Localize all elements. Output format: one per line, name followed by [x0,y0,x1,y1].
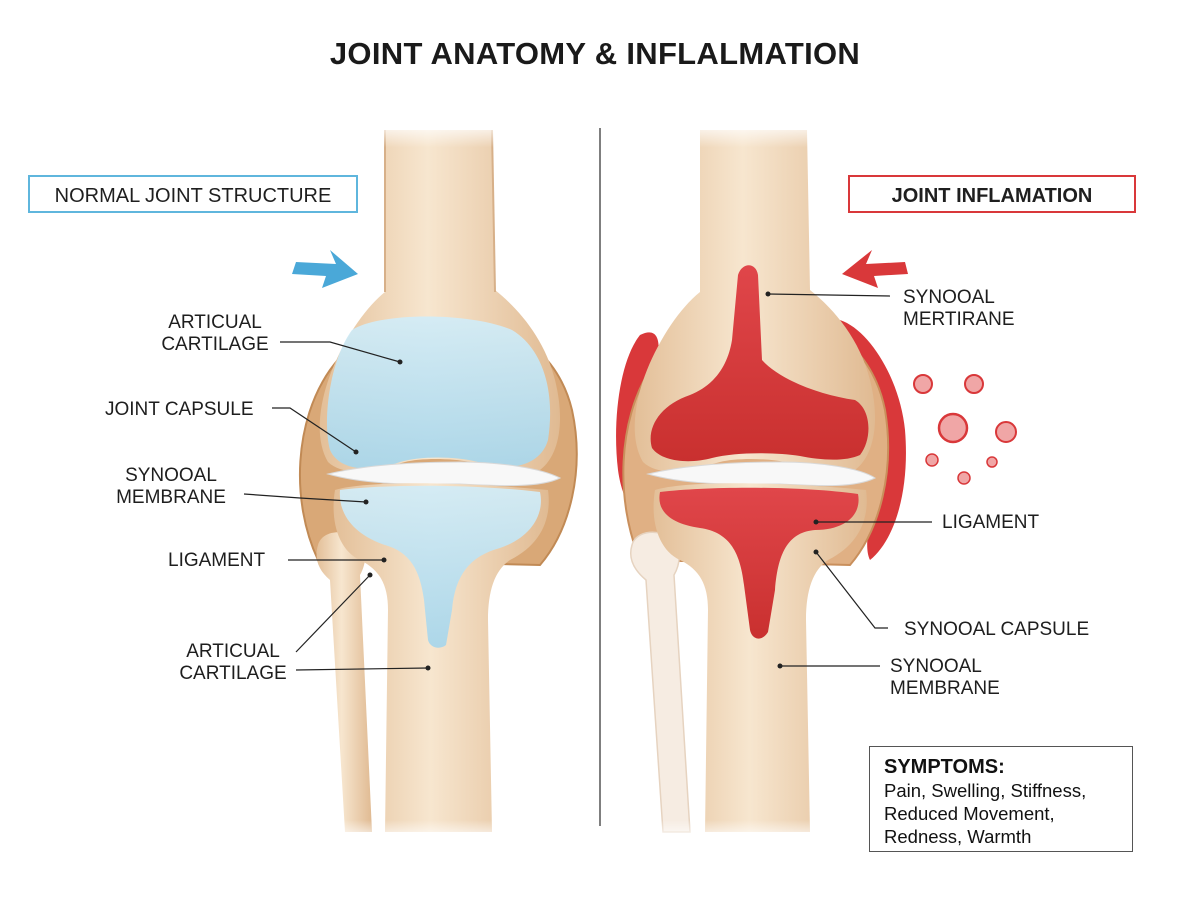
inflamed-femur-marrow [650,265,869,462]
symptoms-box: SYMPTOMS: Pain, Swelling, Stiffness, Red… [869,746,1133,852]
label-ligament-right: LIGAMENT [942,512,1040,533]
label-articular-cartilage-bottom: ARTICUAL CARTILAGE [179,641,287,684]
left-leader-lines [243,341,429,671]
inflamed-synovium-right [840,320,906,560]
fibula [316,532,372,832]
tibia-cartilage [339,485,541,648]
left-leader-dots [353,359,431,671]
label-joint-capsule: JOINT CAPSULE [105,399,254,420]
femur-cartilage [326,316,551,469]
symptoms-heading: SYMPTOMS: [884,756,1005,778]
blue-arrow [292,250,358,288]
label-ligament-left: LIGAMENT [168,550,266,571]
label-synovial-membrane-right: SYNOOAL MEMBRANE [890,656,1000,699]
inflamed-tibia [653,483,867,832]
label-synovial-top: SYNOOAL MERTIRANE [903,287,1015,330]
right-leader-lines [767,293,932,667]
red-arrow [842,250,908,288]
tibia [333,483,549,832]
normal-joint [299,125,578,840]
inflamed-joint [616,125,906,840]
inflamed-tibia-marrow [659,487,859,639]
inflammatory-cells [913,374,1017,485]
normal-joint-heading: NORMAL JOINT STRUCTURE [28,175,358,213]
inflamed-fibula [630,531,691,833]
label-synovial-membrane-left: SYNOOAL MEMBRANE [116,465,226,508]
label-articular-cartilage-top: ARTICUAL CARTILAGE [161,312,269,355]
label-synovial-capsule: SYNOOAL CAPSULE [904,619,1090,640]
inflamed-joint-heading: JOINT INFLAMATION [848,175,1136,213]
symptoms-list: Pain, Swelling, Stiffness, Reduced Movem… [884,780,1087,847]
page-title: JOINT ANATOMY & INFLALMATION [329,36,861,71]
right-leader-dots [765,291,819,669]
